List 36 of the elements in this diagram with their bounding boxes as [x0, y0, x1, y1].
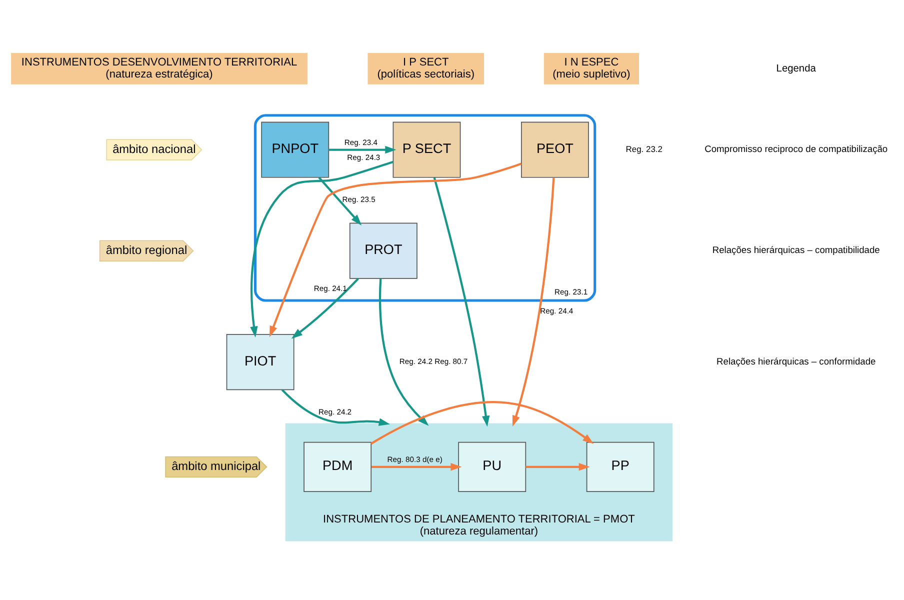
legend-label: Relações hierárquicas – conformidade: [716, 356, 876, 366]
node-box: PIOT: [226, 334, 294, 390]
node-box: PNPOT: [261, 121, 330, 178]
edge-label: Reg. 80.3 d(e e): [387, 454, 442, 464]
edge-label: Reg. 24.4: [540, 306, 574, 315]
arrow: [526, 462, 590, 470]
node-box: INSTRUMENTOS DESENVOLVIMENTO TERRITORIAL (natureza estratégica): [11, 52, 308, 84]
legend-label: Relações hierárquicas – compatibilidade: [712, 244, 880, 255]
arrow: [372, 462, 462, 470]
arrow: [433, 176, 490, 426]
arrow: [269, 162, 522, 337]
node-box: I N ESPEC (meio supletivo): [544, 52, 640, 84]
edge-label: Reg. 23.4: [344, 137, 378, 146]
node-box: PDM: [304, 441, 372, 492]
edge-label: Reg. 24.1: [314, 284, 347, 293]
arrow: [328, 145, 396, 154]
arrow: [370, 400, 594, 444]
arrow: [281, 388, 390, 426]
node-box: P SECT: [392, 121, 461, 178]
node-box: PU: [458, 441, 526, 492]
arrow: [378, 278, 429, 426]
label: Legenda: [776, 62, 816, 74]
edge-label: Reg. 24.2: [318, 406, 352, 416]
node-box: I P SECT (políticas sectoriais): [368, 52, 484, 84]
node-box: PP: [586, 441, 654, 492]
node-box: PROT: [349, 222, 418, 278]
legend-label: Compromisso reciproco de compatibilização: [704, 144, 888, 154]
arrow: [291, 277, 359, 338]
edge-label: Reg. 24.2 Reg. 80.7: [399, 356, 468, 366]
arrow: [318, 176, 362, 225]
edge-label: Reg. 24.3: [347, 152, 380, 162]
arrow: [250, 160, 394, 337]
node-box: PEOT: [521, 121, 589, 178]
arrow: [512, 177, 555, 426]
label: Reg. 23.2: [626, 143, 663, 154]
edge-label: Reg. 23.5: [342, 194, 376, 204]
